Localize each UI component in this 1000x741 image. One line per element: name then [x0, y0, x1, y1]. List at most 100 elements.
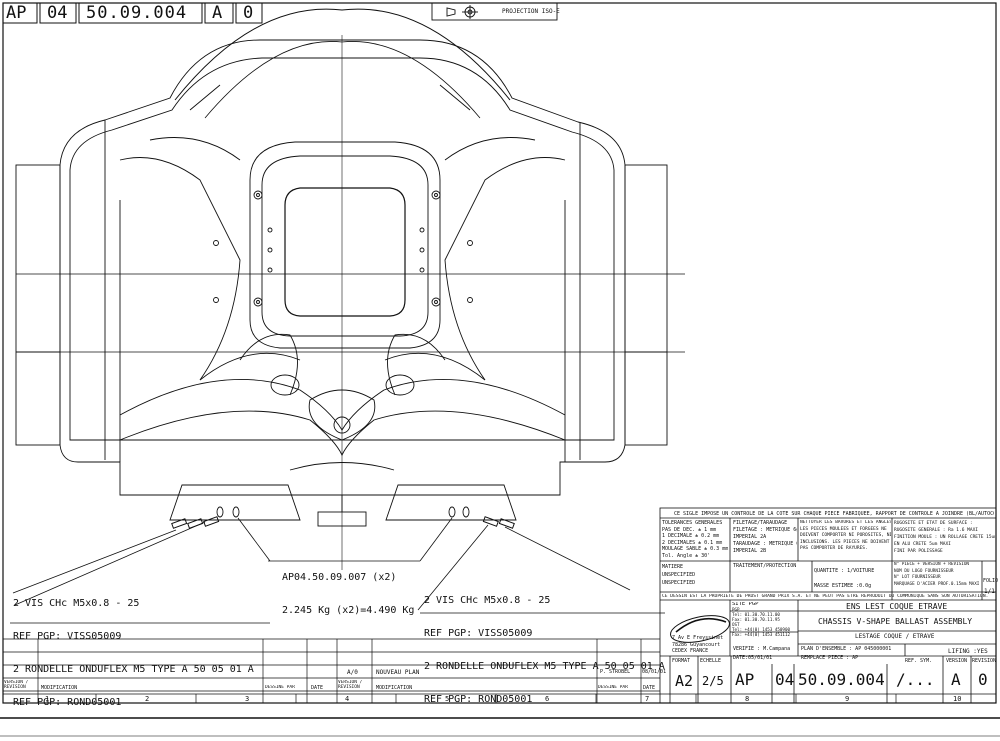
note-left-line-4: REF PGP: ROND05001 [13, 697, 122, 708]
casting-row-2: DOIVENT COMPORTER NI POROSITES, NI [800, 533, 891, 538]
site-label: SITE PGP [732, 602, 759, 607]
title-number: 50.09.004 [798, 670, 885, 689]
phone-2: Tel: +44(0) 1453 450900 [732, 627, 790, 632]
format-label: FORMAT [672, 658, 691, 664]
rev-table-date-header-2: DATE [643, 685, 656, 691]
note-right-line-2: REF PGP: VISS05009 [424, 628, 533, 639]
zone-grid-ticks [3, 693, 996, 703]
site-contact: SITE PGP PGP Tel: 01.30.70.11.00 Fax: 01… [732, 602, 797, 637]
note-left-line-1: 2 VIS CHc M5x0.8 - 25 [13, 598, 140, 609]
zone-label-3: 3 [245, 695, 250, 703]
surface-row-3: EN ALU CRETE 5um MAXI [894, 542, 951, 547]
fax-1: Fax: 01.30.70.11.95 [732, 617, 780, 622]
note-left-line-3: 2 RONDELLE ONDUFLEX M5 TYPE A 50 05 01 A [13, 664, 254, 675]
verifie: VERIFIE : M.Campana [733, 646, 791, 652]
folio-label: FOLIO [983, 578, 999, 584]
plan-ensemble: PLAN D'ENSEMBLE : AP 045000001 [801, 646, 892, 652]
zone-label-9: 9 [845, 695, 850, 703]
address-line-1: 7 Av E Freyssinet [672, 635, 724, 641]
tolerances-title: TOLERANCES GENERALES [662, 520, 723, 526]
title-fr: ENS LEST COQUE ETRAVE [846, 602, 948, 611]
zone-label-4: 4 [345, 695, 350, 703]
echelle-label: ECHELLE [700, 658, 722, 664]
casting-note: NETTOYER LES BAVURES ET LES ANGLES VIFS.… [800, 520, 891, 553]
matiere-value-1: UNSPECIFIED [662, 572, 696, 578]
zone-label-1: 1 [45, 695, 50, 703]
casting-row-4: PAS COMPORTER DE RAYURES. [800, 546, 868, 551]
address-line-2: 78286 Guyancourt [672, 641, 721, 648]
matiere: MATIERE UNSPECIFIED UNSPECIFIED [662, 563, 729, 587]
rev-table-modif-header: MODIFICATION [41, 685, 78, 691]
tolerance-row-4: MOULAGE SABLE ± 0.3 mm [662, 546, 729, 552]
title-group: 04 [775, 670, 795, 689]
rev-row-date: 08/01/01 [642, 669, 667, 675]
drawing-number: 50.09.004 [86, 3, 188, 23]
marking-info: N° PIECE + VERSION + REVISION NOM DU LOG… [894, 562, 981, 588]
rev-table-version-header-2: VERSION / REVISION [338, 680, 363, 690]
note-center-line-2: 2.245 Kg (x2)=4.490 Kg [282, 605, 415, 616]
note-right-line-1: 2 VIS CHc M5x0.8 - 25 [424, 595, 551, 606]
rev-table-version-header: VERSION / REVISION [4, 680, 29, 690]
surface-title: RUGOSITE ET ETAT DE SURFACE : [894, 521, 973, 526]
address: 7 Av E Freyssinet 78286 Guyancourt CEDEX… [672, 635, 730, 655]
rev-row-dessine: P. STROBEL [600, 669, 631, 675]
quantite: QUANTITE : 1/VOITURE [814, 568, 875, 574]
marquage-label: MARQUAGE D'ACIER PROF.0.15mm MAXI MARQUA… [894, 581, 981, 587]
note-left: 2 VIS CHc M5x0.8 - 25 REF PGP: VISS05009… [13, 576, 254, 719]
casting-title: NETTOYER LES BAVURES ET LES ANGLES VIFS.… [800, 520, 891, 525]
title-prefix: AP [735, 670, 755, 689]
drawing-prefix: AP [6, 3, 27, 23]
zone-label-10: 10 [953, 695, 962, 703]
format-value: A2 [675, 672, 694, 690]
tolerance-row-5: Tol. Angle ± 30' [662, 552, 711, 559]
note-left-line-2: REF PGP: VISS05009 [13, 631, 122, 642]
remplace-piece: REMPLACE PIECE : AP [801, 655, 859, 661]
matiere-label: MATIERE [662, 564, 684, 570]
rev-row-modification: NOUVEAU PLAN [376, 669, 420, 676]
note-right-line-4: REF PGP: ROND05001 [424, 694, 533, 705]
casting-row-3: INCLUSIONS. LES PIECES NE DOIVENT [800, 539, 890, 545]
version-value: A [951, 670, 961, 689]
masse: MASSE ESTIMEE :0.0g [814, 583, 872, 589]
ref-sym-value: /... [896, 670, 935, 689]
lifing: LIFING :YES [948, 648, 988, 655]
note-right: 2 VIS CHc M5x0.8 - 25 REF PGP: VISS05009… [424, 573, 665, 716]
ref-sym-label: REF. SYM. [905, 658, 933, 664]
note-center-line-1: AP04.50.09.007 (x2) [282, 572, 397, 583]
casting-row-1: LES PIECES MOULEES ET FORGEES NE [800, 526, 887, 532]
title-fr-2: LESTAGE COQUE / ETRAVE [855, 633, 935, 640]
zone-label-2: 2 [145, 695, 150, 703]
tolerance-row-3: 2 DECIMALES ± 0.1 mm [662, 539, 723, 546]
rev-table-date-header: DATE [311, 685, 324, 691]
rev-row-version: A/0 [347, 669, 358, 676]
rev-table-dessine-header-2: DESSINE PAR [598, 685, 628, 690]
drawing-group: 04 [47, 3, 68, 23]
rev-table-dessine-header: DESSINE PAR [265, 685, 295, 690]
zone-label-5: 5 [445, 695, 450, 703]
plan-date: DATE:05/01/01 [733, 655, 773, 661]
site-pgp: PGP [732, 607, 740, 612]
tolerance-row-1: PAS DE DEC. ± 1 mm [662, 526, 717, 533]
rev-table-modif-header-2: MODIFICATION [376, 685, 413, 691]
control-note: CE SIGLE IMPOSE UN CONTROLE DE LA COTE S… [674, 511, 994, 517]
note-center: AP04.50.09.007 (x2) 2.245 Kg (x2)=4.490 … [282, 550, 414, 627]
folio-value: 1/1 [984, 588, 995, 595]
version-label: VERSION [946, 658, 968, 664]
revision-value: 0 [978, 670, 988, 689]
piece-label: N° PIECE + VERSION + REVISION [894, 562, 970, 567]
header-reference-boxes [2, 2, 263, 24]
prost-logo [670, 615, 730, 643]
surface-row-1: RUGOSITE GENERALE : Ra 1.6 MAXI [894, 528, 978, 533]
filetage-row-4: IMPERIAL 2B [733, 548, 767, 554]
echelle-value: 2/5 [702, 674, 724, 688]
projection-symbol [431, 2, 558, 21]
tolerances: TOLERANCES GENERALES PAS DE DEC. ± 1 mm … [662, 520, 729, 559]
lot-label: N° LOT FOURNISSEUR [894, 575, 941, 580]
site-ost: OST [732, 622, 740, 627]
filetage: FILETAGE/TARAUDAGE FILETAGE : METRIQUE 6… [733, 520, 797, 555]
filetage-row-2: IMPERIAL 2A [733, 534, 767, 540]
filetage-row-3: TARAUDAGE : METRIQUE 6H [733, 541, 797, 547]
note-right-line-3: 2 RONDELLE ONDUFLEX M5 TYPE A 50 05 01 A [424, 661, 665, 672]
traitement-label: TRAITEMENT/PROTECTION [733, 563, 797, 569]
revision-label: REVISION [972, 658, 997, 664]
